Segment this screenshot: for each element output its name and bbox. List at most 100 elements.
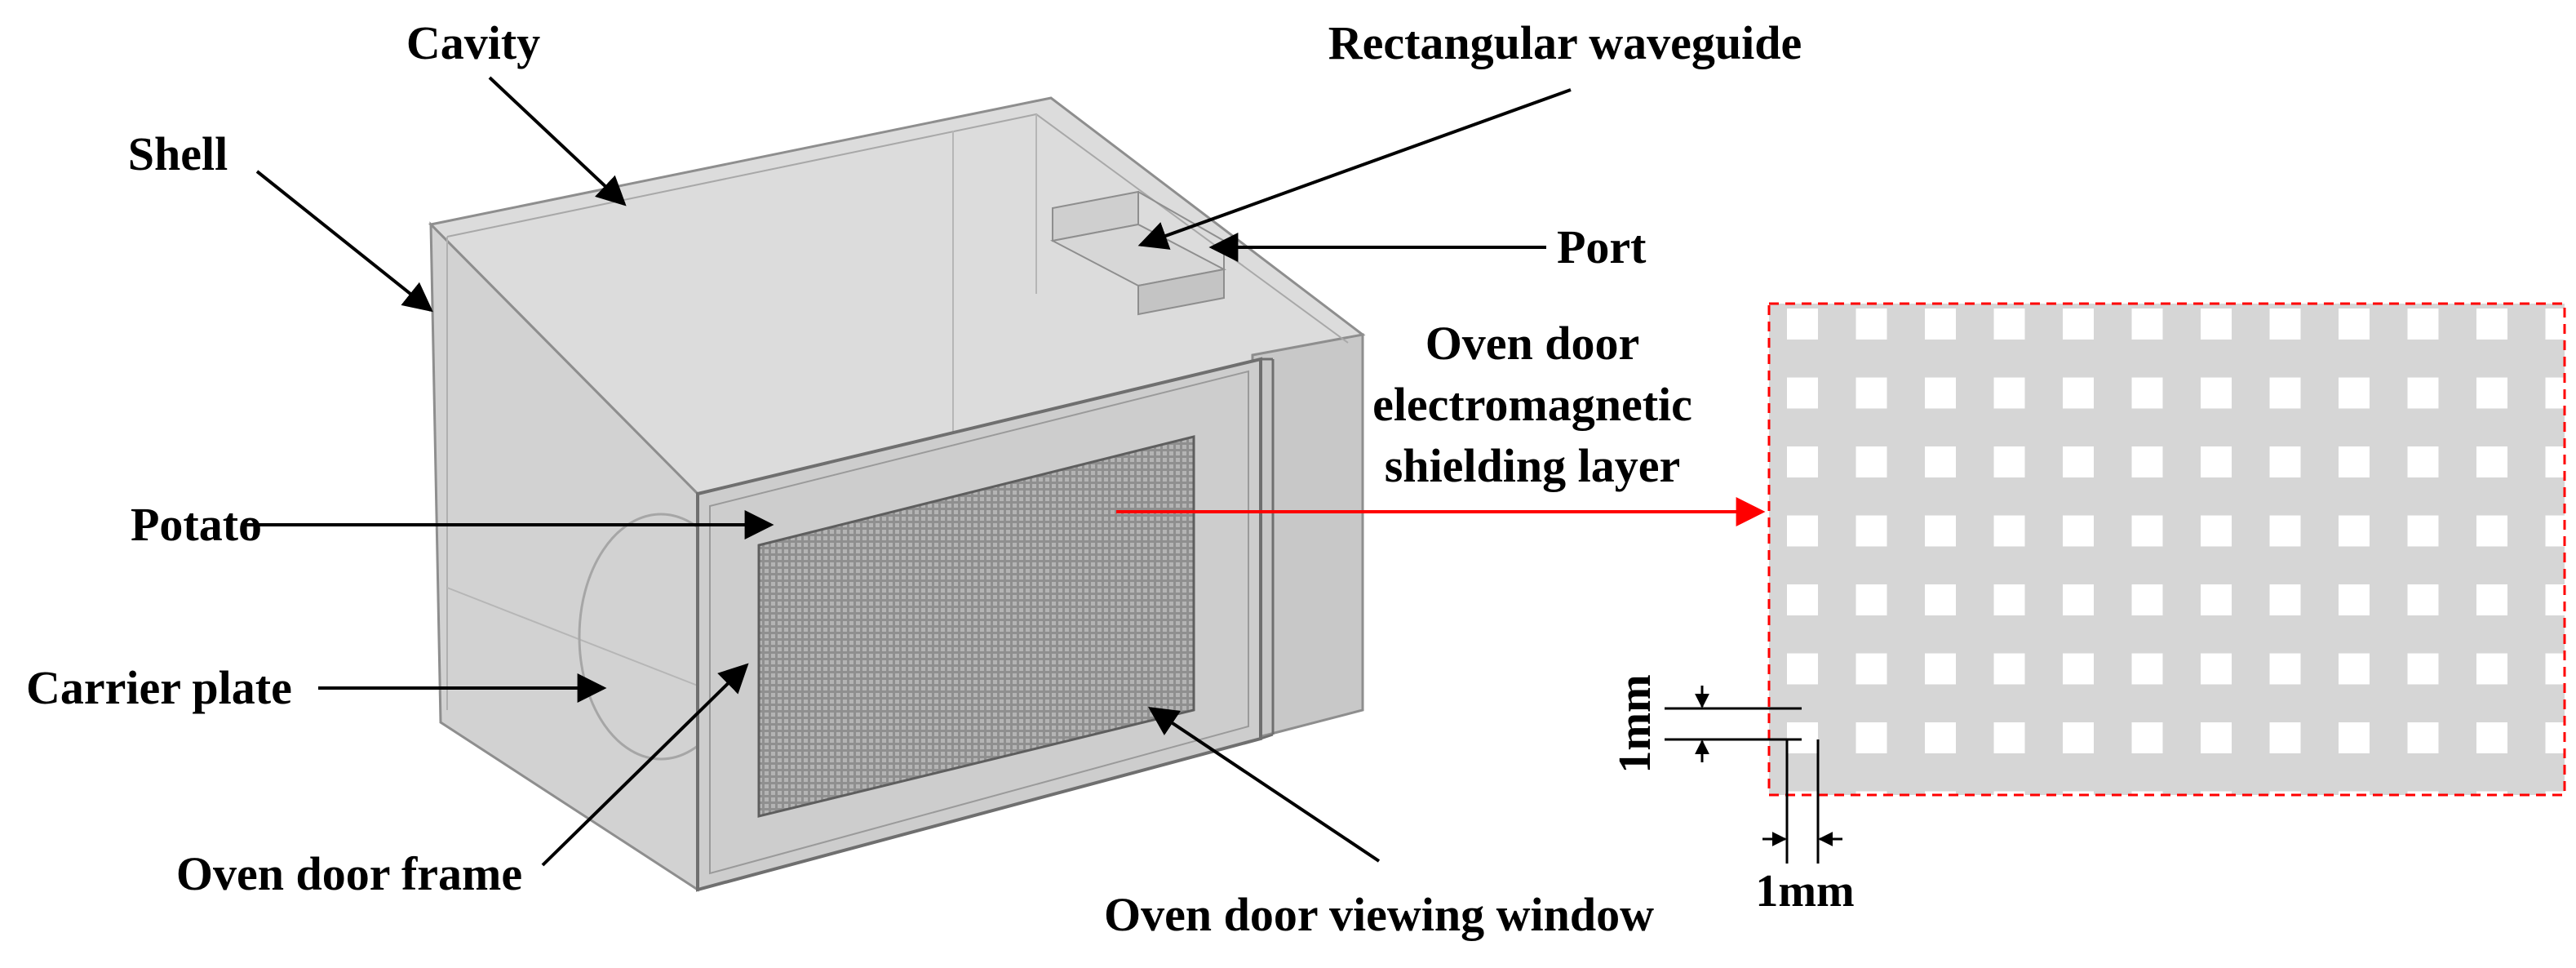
- mesh-hole: [2201, 309, 2232, 340]
- mesh-hole: [2269, 791, 2301, 795]
- mesh-hole: [1925, 791, 1956, 795]
- mesh-hole: [2339, 309, 2370, 340]
- mesh-hole: [1787, 515, 1818, 547]
- mesh-hole: [1787, 446, 1818, 477]
- mesh-hole: [2131, 446, 2163, 477]
- mesh-hole: [2545, 584, 2565, 615]
- mesh-hole: [2545, 309, 2565, 340]
- mesh-hole: [2476, 791, 2507, 795]
- mesh-hole: [2269, 653, 2301, 685]
- label-dim-horizontal: 1mm: [1755, 866, 1854, 917]
- mesh-hole: [1925, 515, 1956, 547]
- mesh-hole: [1856, 309, 1887, 340]
- mesh-hole: [2131, 584, 2163, 615]
- mesh-hole: [2269, 515, 2301, 547]
- mesh-hole: [1993, 722, 2025, 753]
- mesh-hole: [1925, 446, 1956, 477]
- mesh-holes: [1787, 309, 2565, 795]
- mesh-hole: [2131, 653, 2163, 685]
- mesh-hole: [2476, 309, 2507, 340]
- mesh-hole: [2201, 584, 2232, 615]
- label-shell: Shell: [128, 127, 228, 180]
- mesh-hole: [2476, 722, 2507, 753]
- mesh-hole: [1993, 446, 2025, 477]
- viewing-window-leader: [1148, 707, 1381, 863]
- label-cavity: Cavity: [406, 16, 540, 69]
- mesh-hole: [1925, 584, 1956, 615]
- mesh-hole: [2201, 515, 2232, 547]
- mesh-hole: [2407, 791, 2439, 795]
- mesh-hole: [2545, 722, 2565, 753]
- mesh-hole: [2201, 653, 2232, 685]
- waveguide-leader: [1137, 88, 1572, 250]
- mesh-hole: [2201, 791, 2232, 795]
- mesh-hole: [1925, 377, 1956, 409]
- label-shield-line1: Oven door: [1425, 317, 1640, 370]
- mesh-hole: [2131, 515, 2163, 547]
- mesh-hole: [1787, 653, 1818, 685]
- mesh-hole: [1993, 515, 2025, 547]
- mesh-hole: [2339, 515, 2370, 547]
- cavity-leader: [488, 76, 627, 206]
- mesh-hole: [1925, 653, 1956, 685]
- mesh-hole: [1856, 446, 1887, 477]
- label-carrier-plate: Carrier plate: [26, 661, 292, 714]
- mesh-hole: [1993, 377, 2025, 409]
- mesh-hole: [2407, 722, 2439, 753]
- mesh-hole: [2407, 309, 2439, 340]
- mesh-hole: [2201, 377, 2232, 409]
- mesh-hole: [2269, 446, 2301, 477]
- mesh-hole: [2545, 377, 2565, 409]
- label-oven-door-frame: Oven door frame: [176, 847, 522, 900]
- mesh-hole: [2407, 653, 2439, 685]
- mesh-hole: [2269, 584, 2301, 615]
- mesh-hole: [1993, 584, 2025, 615]
- mesh-hole: [2131, 377, 2163, 409]
- mesh-hole: [2063, 377, 2094, 409]
- shell-leader: [255, 170, 433, 313]
- mesh-hole: [1787, 722, 1818, 753]
- mesh-hole: [2063, 722, 2094, 753]
- label-oven-door-viewing-window: Oven door viewing window: [1104, 888, 1654, 941]
- mesh-hole: [2339, 791, 2370, 795]
- mesh-hole: [2201, 446, 2232, 477]
- mesh-hole: [1856, 653, 1887, 685]
- shielding-layer-detail: [1767, 302, 2566, 797]
- mesh-hole: [2407, 584, 2439, 615]
- mesh-hole: [1787, 377, 1818, 409]
- mesh-hole: [1993, 309, 2025, 340]
- mesh-hole: [2476, 515, 2507, 547]
- mesh-hole: [1925, 722, 1956, 753]
- mesh-hole: [1993, 791, 2025, 795]
- mesh-hole: [2545, 446, 2565, 477]
- mesh-hole: [2339, 722, 2370, 753]
- label-shield-line2: electromagnetic: [1372, 378, 1692, 431]
- mesh-hole: [1856, 377, 1887, 409]
- mesh-hole: [2063, 309, 2094, 340]
- mesh-hole: [2131, 309, 2163, 340]
- dimension-marks: [1665, 686, 1842, 864]
- mesh-hole: [1856, 791, 1887, 795]
- leader-lines: [245, 76, 1572, 867]
- mesh-hole: [2131, 791, 2163, 795]
- door-frame-leader: [541, 663, 749, 867]
- mesh-hole: [2269, 377, 2301, 409]
- mesh-hole: [2545, 791, 2565, 795]
- mesh-hole: [2269, 309, 2301, 340]
- mesh-hole: [2476, 446, 2507, 477]
- label-potato: Potato: [131, 498, 262, 551]
- mesh-hole: [2407, 377, 2439, 409]
- mesh-hole: [2407, 446, 2439, 477]
- mesh-hole: [1856, 515, 1887, 547]
- mesh-hole: [2407, 515, 2439, 547]
- mesh-hole: [2545, 653, 2565, 685]
- rectangular-waveguide: [1049, 190, 1227, 316]
- mesh-hole: [2339, 584, 2370, 615]
- label-rectangular-waveguide: Rectangular waveguide: [1328, 16, 1802, 69]
- oven-door-viewing-window: [757, 435, 1195, 818]
- mesh-hole: [2063, 515, 2094, 547]
- mesh-hole: [2269, 722, 2301, 753]
- mesh-hole: [2201, 722, 2232, 753]
